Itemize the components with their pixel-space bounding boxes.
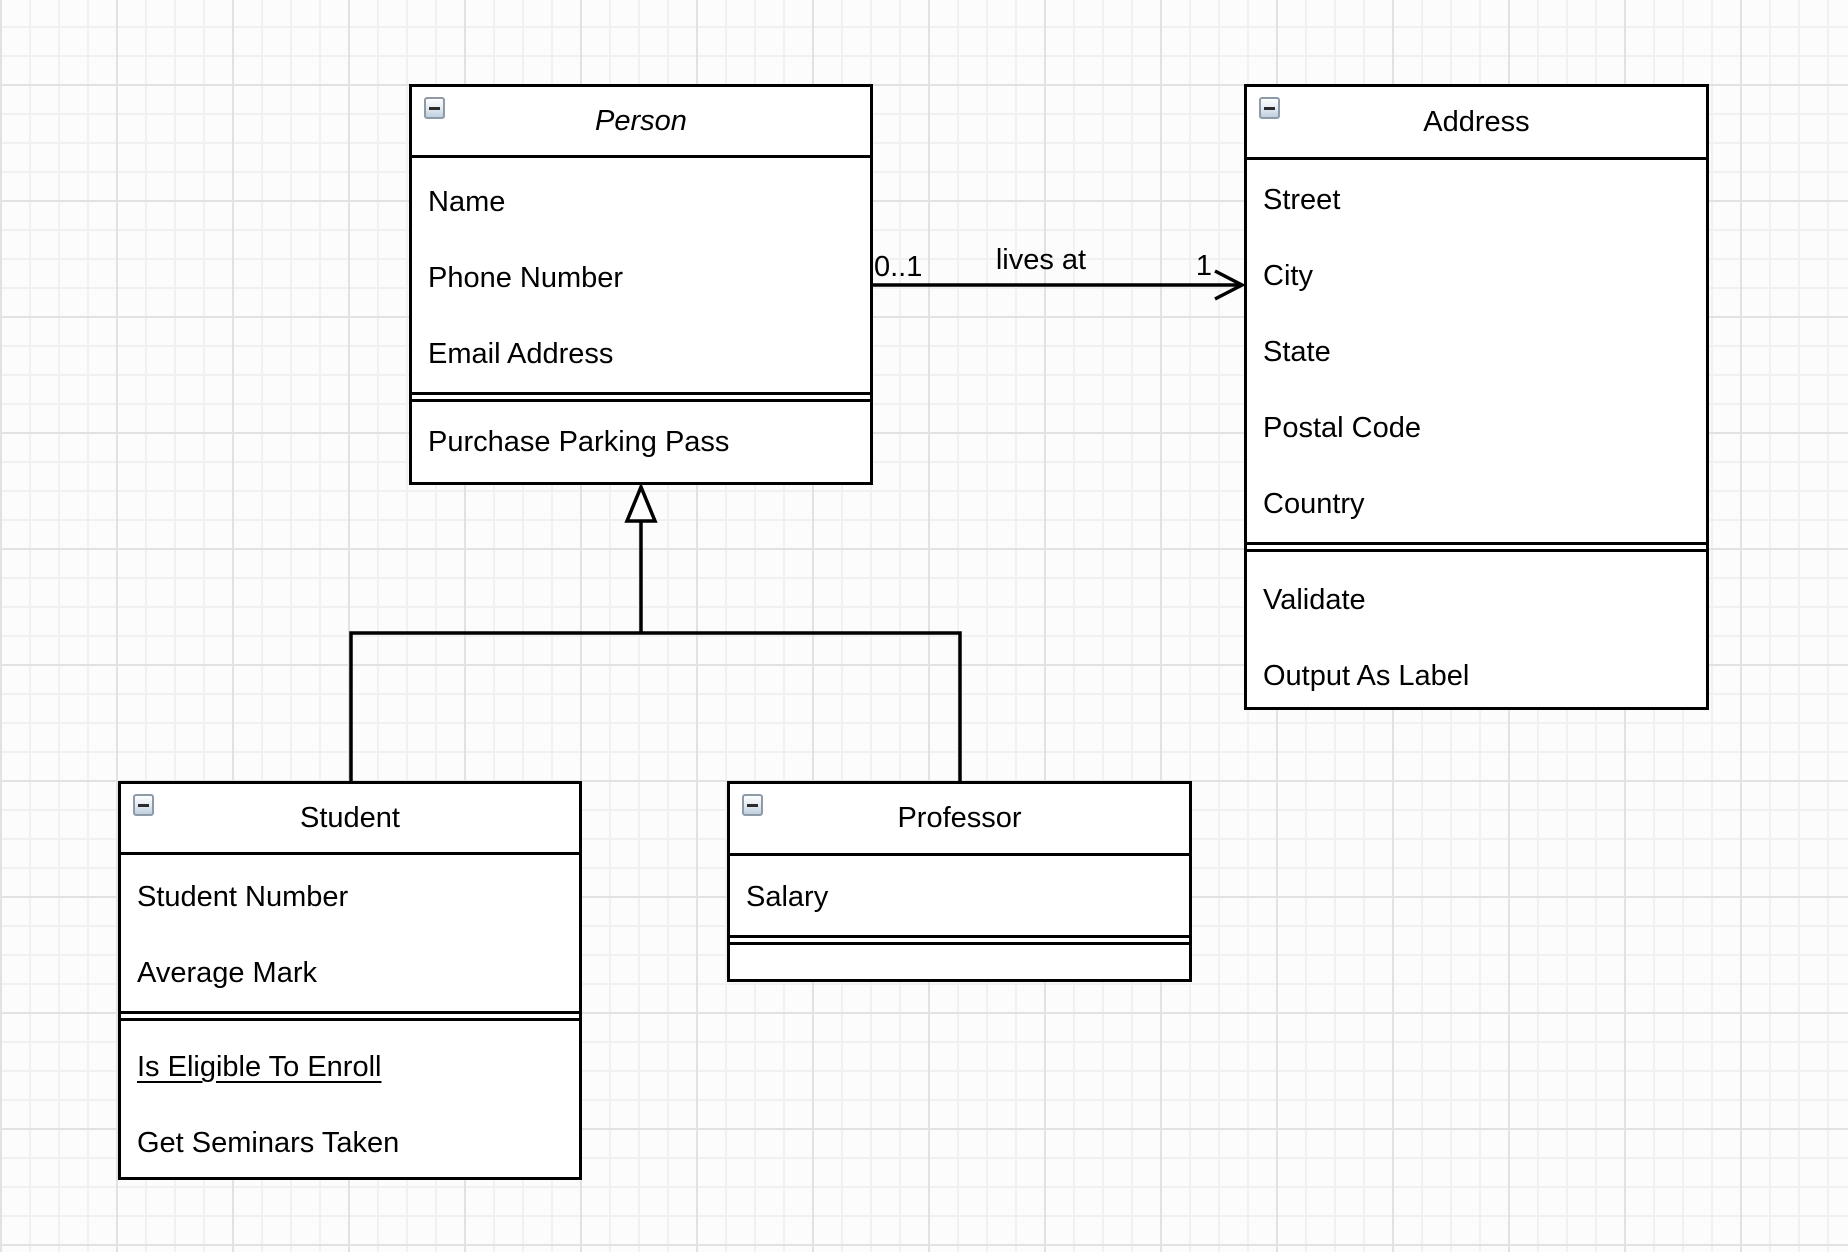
minus-icon [138, 803, 149, 807]
class-student-title: Student [300, 801, 400, 834]
generalization-edge[interactable] [349, 482, 962, 781]
class-professor-methods [730, 942, 1189, 979]
attribute-row[interactable]: Name [428, 186, 506, 218]
association-source-multiplicity[interactable]: 0..1 [874, 251, 923, 283]
method-row[interactable]: Is Eligible To Enroll [137, 1051, 382, 1083]
attribute-row[interactable]: Phone Number [428, 262, 624, 294]
class-professor[interactable]: Professor Salary [727, 781, 1192, 982]
association-target-multiplicity[interactable]: 1 [1195, 250, 1212, 282]
attribute-row[interactable]: Street [1263, 184, 1341, 216]
attribute-row[interactable]: State [1263, 336, 1331, 368]
attribute-row[interactable]: Student Number [137, 881, 349, 913]
attribute-row[interactable]: Postal Code [1263, 412, 1421, 444]
class-professor-title-bar: Professor [730, 784, 1189, 856]
collapse-icon[interactable] [742, 794, 763, 816]
attribute-row[interactable]: Country [1263, 488, 1365, 520]
collapse-icon[interactable] [424, 97, 445, 119]
collapse-icon[interactable] [1259, 97, 1280, 119]
association-edge-lives-at[interactable] [873, 269, 1246, 301]
class-person-title-bar: Person [412, 87, 870, 158]
minus-icon [429, 106, 440, 110]
minus-icon [1264, 106, 1275, 110]
attribute-row[interactable]: Salary [746, 881, 829, 913]
attribute-row[interactable]: City [1263, 260, 1313, 292]
method-row[interactable]: Get Seminars Taken [137, 1127, 400, 1159]
method-row[interactable]: Purchase Parking Pass [428, 426, 730, 458]
class-student-title-bar: Student [121, 784, 579, 855]
class-professor-attributes: Salary [730, 856, 1189, 938]
class-person-methods: Purchase Parking Pass [412, 399, 870, 482]
method-row[interactable]: Output As Label [1263, 660, 1470, 692]
method-row[interactable]: Validate [1263, 584, 1366, 616]
class-person-title: Person [595, 104, 687, 137]
attribute-row[interactable]: Email Address [428, 338, 614, 370]
collapse-icon[interactable] [133, 794, 154, 816]
class-professor-title: Professor [897, 802, 1022, 834]
class-address-title-bar: Address [1247, 87, 1706, 160]
attribute-row[interactable]: Average Mark [137, 957, 317, 989]
minus-icon [747, 803, 758, 807]
association-name-label[interactable]: lives at [995, 244, 1087, 276]
class-address-title: Address [1423, 105, 1530, 138]
